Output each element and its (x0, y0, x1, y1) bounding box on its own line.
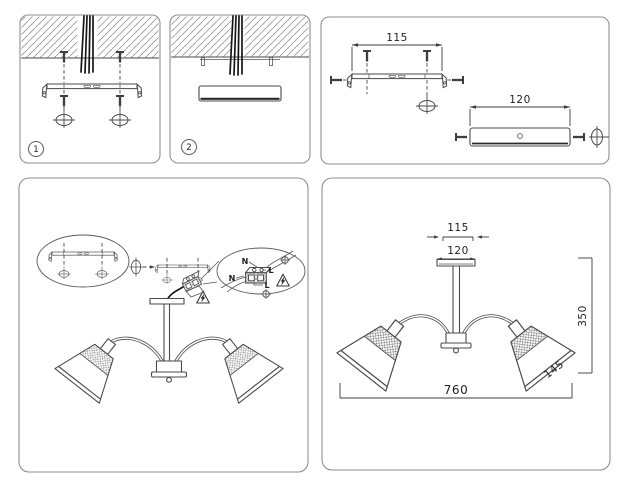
step-2-number: 2 (186, 143, 191, 153)
canopy-width-label: 120 (447, 245, 469, 257)
ceiling-canopy-plate (469, 127, 571, 147)
dimension-height: 350 (577, 257, 593, 374)
bracket-width-label: 115 (447, 222, 469, 234)
ceiling-hatch (20, 16, 160, 59)
ceiling-canopy-plate (198, 85, 282, 102)
total-width-label: 760 (444, 383, 468, 397)
mounted-bracket-tabs (200, 57, 280, 66)
step-number-badge: 1 (28, 141, 44, 157)
lamp-arm-left (398, 314, 451, 337)
ceiling-lamp-drawing (54, 297, 284, 404)
dimension-canopy-width: 120 (469, 94, 571, 126)
label-live: L (268, 266, 273, 275)
callout-leader-lines (200, 260, 220, 285)
canopy-width-label: 120 (509, 94, 531, 106)
step-number-badge: 2 (181, 139, 197, 155)
callout-bracket-ellipse (36, 234, 130, 288)
label-live: L (264, 281, 269, 290)
panel-mounting-dimensions: 115 120 (320, 16, 610, 165)
dimension-bracket-width: 115 (351, 32, 443, 71)
ceiling-hatch (170, 16, 310, 58)
label-neutral: N (242, 257, 249, 266)
callout-wiring-ellipse: N L N L (216, 247, 306, 300)
dimension-bracket-width: 115 (427, 222, 489, 241)
panel-step-1: 1 (19, 14, 161, 164)
ceiling-lamp-drawing (336, 258, 576, 392)
bracket-width-label: 115 (386, 32, 408, 44)
dimension-total-width: 760 (339, 383, 573, 399)
panel-fixture-dimensions: 115 120 (321, 177, 611, 471)
supply-wires (229, 15, 243, 76)
step-1-number: 1 (33, 145, 38, 155)
supply-wires (80, 15, 94, 74)
lamp-arm-left (110, 336, 165, 365)
lamp-arm-right (173, 336, 228, 365)
panel-step-2: 2 (169, 14, 311, 164)
panel-assembly-wiring: N L N L (18, 177, 309, 473)
lamp-arm-right (461, 314, 514, 337)
height-label: 350 (577, 305, 589, 327)
label-neutral: N (229, 274, 236, 283)
